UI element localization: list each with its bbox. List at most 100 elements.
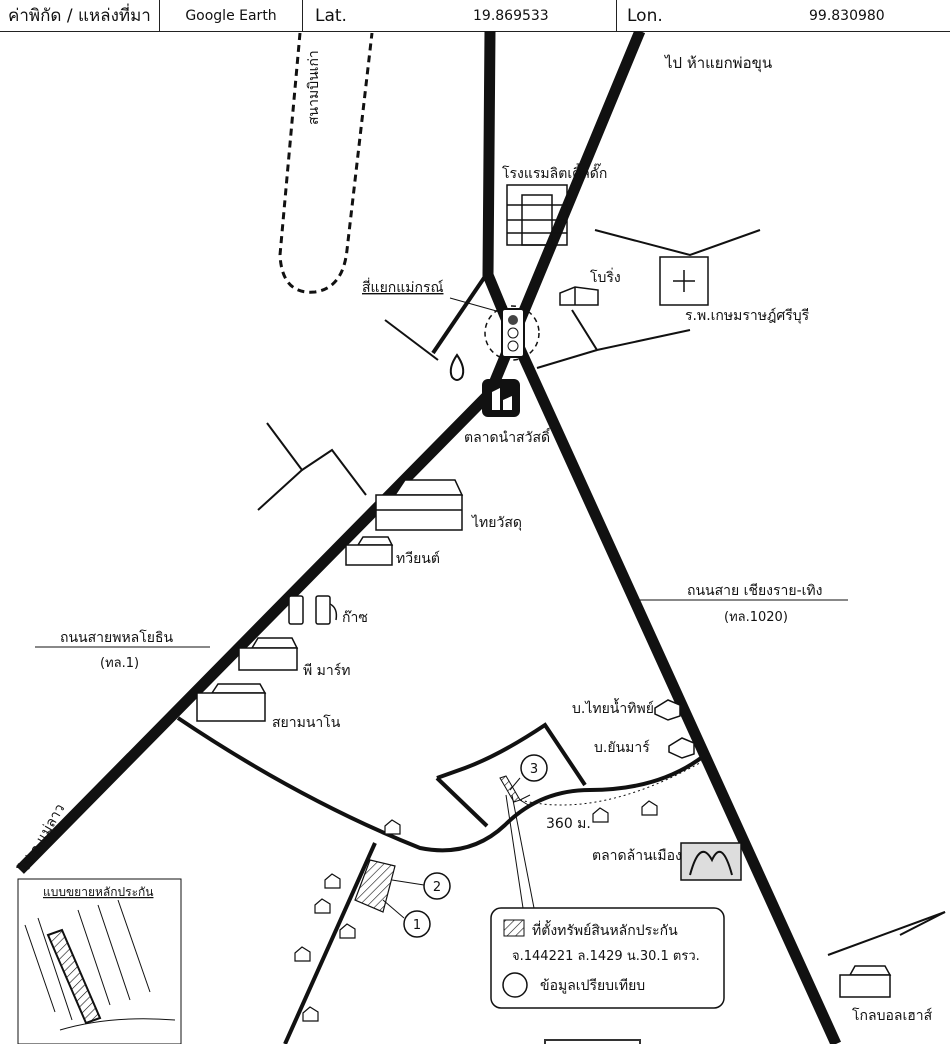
location-map: สนามบินเก่า 360 ม. ไป ห้าแยกพ่อขุน โรงแร… <box>15 31 946 1044</box>
phahon-road-code: (ทล.1) <box>100 656 139 671</box>
secondary-road-south <box>176 716 707 853</box>
traffic-light-icon <box>501 308 525 358</box>
minor-road-west-link <box>301 448 367 496</box>
secondary-road-lower <box>283 842 377 1044</box>
marker-3-parcel <box>499 775 521 803</box>
inset-parcel-line <box>97 904 131 1001</box>
source-cell: Google Earth <box>160 0 303 31</box>
inset-parcel-line <box>24 924 56 1013</box>
house-icon <box>592 807 609 823</box>
legend-box <box>490 907 725 1009</box>
house-icon <box>324 873 341 889</box>
inset-collateral-parcel <box>46 928 102 1025</box>
hotel-label: โรงแรมลิตเติ้ลดั๊ก <box>502 163 607 182</box>
house-icon <box>294 946 311 962</box>
distance-arrow <box>519 794 531 807</box>
marker-1-pointer <box>382 899 405 919</box>
globalhouse-building-icon <box>839 965 892 998</box>
intersection-label: สี่แยกแม่กรณ์ <box>362 278 443 296</box>
lon-cell: Lon. 99.830980 <box>617 0 950 31</box>
house-icon <box>302 1006 319 1022</box>
house-icon <box>314 898 331 914</box>
collateral-parcel <box>354 859 396 913</box>
house-icon <box>384 819 401 835</box>
to-phokhun-label: ไป ห้าแยกพ่อขุน <box>664 54 772 73</box>
legend-compare-circle <box>502 972 528 998</box>
marker-2-number: 2 <box>433 880 441 895</box>
yanmar-label: บ.ยันมาร์ <box>594 739 650 756</box>
gas-station-icon <box>288 595 338 625</box>
lat-label: Lat. <box>315 5 347 26</box>
thainamthip-building-icon <box>654 699 681 721</box>
marker-2-circle <box>423 872 451 900</box>
bottom-partial-text <box>544 1039 641 1044</box>
thaivatsadu-label: ไทยวัสดุ <box>471 514 522 531</box>
house-icon <box>641 800 658 816</box>
tweent-label: ทวียนต์ <box>396 550 440 567</box>
inset-parcels <box>24 899 176 1031</box>
legend-collateral-label: ที่ตั้งทรัพย์สินหลักประกัน <box>532 920 678 939</box>
minor-road-west <box>257 422 304 511</box>
yanmar-building-icon <box>668 737 695 759</box>
highway-chiangrai <box>509 335 842 1044</box>
minor-road-boring <box>571 309 691 352</box>
lon-value: 99.830980 <box>809 7 885 24</box>
distance-label: 360 ม. <box>546 816 591 832</box>
pmart-label: พี มาร์ท <box>303 662 351 679</box>
intersection-circle <box>484 305 540 361</box>
marker-1-number: 1 <box>413 918 421 933</box>
minor-road-boring-link <box>536 349 598 369</box>
minor-road-hospital <box>594 229 761 257</box>
legend-collateral-swatch <box>503 919 525 937</box>
thainamthip-label: บ.ไทยน้ำทิพย์ <box>572 698 654 717</box>
hospital-label: ร.พ.เกษมราษฎ์ศรีบุรี <box>685 307 810 324</box>
legend-compare-label: ข้อมูลเปรียบเทียบ <box>540 978 645 994</box>
house-icon <box>339 923 356 939</box>
connector-road <box>431 273 488 355</box>
intersection-pointer <box>449 297 501 313</box>
source-value: Google Earth <box>185 7 277 24</box>
gas-label: ก๊าซ <box>342 610 368 626</box>
old-airport-label: สนามบินเก่า <box>306 50 322 125</box>
secondary-roads <box>176 273 707 1044</box>
siamnano-building-icon <box>196 683 267 722</box>
secondary-road-loop-west <box>435 776 489 828</box>
minor-road-globalhouse-2 <box>827 911 946 956</box>
old-airport-outline <box>278 32 374 294</box>
inset-parcel-line <box>117 899 151 993</box>
market-label: ตลาดนำสวัสดิ์ <box>464 427 552 446</box>
coord-label: ค่าพิกัด / แหล่งที่มา <box>8 6 151 26</box>
marker-3-number: 3 <box>530 762 538 777</box>
thaivatsadu-building-icon <box>375 479 464 531</box>
globalhouse-label: โกลบอลเฮาส์ <box>852 1007 933 1024</box>
boring-building-icon <box>559 286 599 306</box>
lon-label: Lon. <box>627 5 663 26</box>
marker-3-circle <box>520 754 548 782</box>
lat-cell: Lat. 19.869533 <box>303 0 617 31</box>
marker-2-pointer <box>391 879 425 886</box>
phahon-road-title: ถนนสายพหลโยธิน <box>60 629 174 646</box>
small-house-icons <box>294 800 658 1022</box>
siamnano-label: สยามนาโน <box>272 714 341 731</box>
legend-deed-label: จ.144221 ล.1429 น.30.1 ตรว. <box>512 949 700 964</box>
coordinate-header: ค่าพิกัด / แหล่งที่มา Google Earth Lat. … <box>0 0 950 32</box>
lanmueang-label: ตลาดล้านเมือง <box>592 848 682 864</box>
secondary-road-loop <box>436 722 587 787</box>
landmark-flame-icon <box>449 353 465 381</box>
chiangrai-road-code: (ทล.1020) <box>724 610 788 625</box>
inset-parcel-line <box>77 909 111 1006</box>
distance-line <box>519 759 706 806</box>
inset-road-line <box>59 1018 176 1031</box>
hospital-icon <box>659 256 709 306</box>
minor-roads <box>257 229 946 956</box>
pmart-building-icon <box>238 637 299 671</box>
lanmueang-market-icon <box>680 842 742 881</box>
tweent-building-icon <box>345 536 394 566</box>
lat-value: 19.869533 <box>473 7 549 24</box>
minor-road-airport <box>384 319 439 361</box>
coord-label-cell: ค่าพิกัด / แหล่งที่มา <box>0 0 160 31</box>
legend-pointer <box>505 794 535 909</box>
to-maelao-label: ไป อ.แม่ลาว <box>15 801 68 876</box>
boring-label: โบริ่ง <box>590 268 621 286</box>
marker-1-circle <box>403 910 431 938</box>
